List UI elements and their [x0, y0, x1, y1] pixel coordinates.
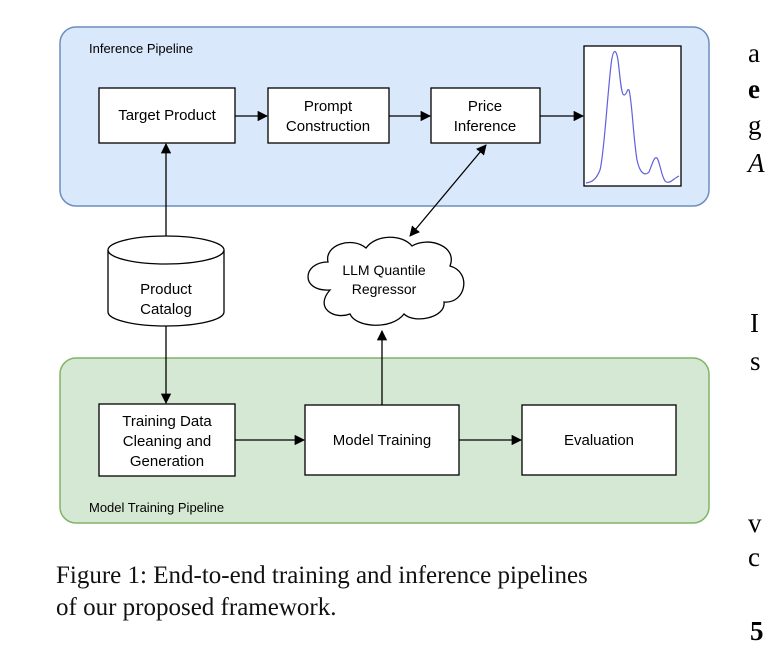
training-pipeline-label: Model Training Pipeline	[89, 500, 224, 515]
svg-text:I: I	[750, 308, 759, 338]
svg-text:Evaluation: Evaluation	[564, 432, 634, 449]
caption-line-1: Figure 1: End-to-end training and infere…	[56, 562, 588, 589]
svg-text:Generation: Generation	[130, 453, 204, 470]
training-data-node: Training Data Cleaning and Generation	[98, 403, 236, 477]
svg-text:5: 5	[750, 616, 764, 646]
price-distribution-plot	[583, 45, 682, 187]
distribution-curve	[585, 51, 680, 184]
svg-text:A: A	[746, 148, 765, 178]
svg-text:Construction: Construction	[286, 118, 370, 135]
product-catalog-node: Product Catalog	[107, 235, 225, 327]
svg-text:Model Training: Model Training	[333, 432, 431, 449]
evaluation-node: Evaluation	[521, 404, 677, 476]
svg-text:Target Product: Target Product	[118, 107, 216, 124]
arrow-llm-price-bidirectional	[409, 144, 487, 237]
svg-text:Prompt: Prompt	[304, 98, 353, 115]
svg-text:LLM Quantile: LLM Quantile	[342, 262, 425, 278]
svg-text:Inference: Inference	[454, 118, 517, 135]
svg-text:Price: Price	[468, 98, 502, 115]
model-training-node: Model Training	[304, 404, 460, 476]
svg-text:c: c	[748, 542, 760, 572]
svg-text:Product: Product	[140, 281, 193, 298]
target-product-node: Target Product	[98, 87, 236, 144]
llm-quantile-regressor-node: LLM Quantile Regressor	[307, 236, 465, 326]
svg-text:v: v	[748, 508, 762, 538]
svg-text:s: s	[750, 346, 761, 376]
inference-pipeline-label: Inference Pipeline	[89, 41, 193, 56]
svg-text:Cleaning and: Cleaning and	[123, 433, 211, 450]
svg-text:e: e	[748, 74, 760, 104]
svg-text:Regressor: Regressor	[352, 281, 417, 297]
price-inference-node: Price Inference	[430, 87, 541, 144]
caption-line-2: of our proposed framework.	[56, 594, 337, 621]
svg-text:Catalog: Catalog	[140, 301, 192, 318]
prompt-construction-node: Prompt Construction	[267, 87, 390, 144]
svg-text:Training Data: Training Data	[122, 413, 212, 430]
svg-text:a: a	[748, 38, 760, 68]
figure-caption: Figure 1: End-to-end training and infere…	[56, 560, 736, 624]
svg-text:g: g	[748, 110, 762, 140]
adjacent-column-fragments: a e g A I s v c 5	[746, 38, 765, 646]
